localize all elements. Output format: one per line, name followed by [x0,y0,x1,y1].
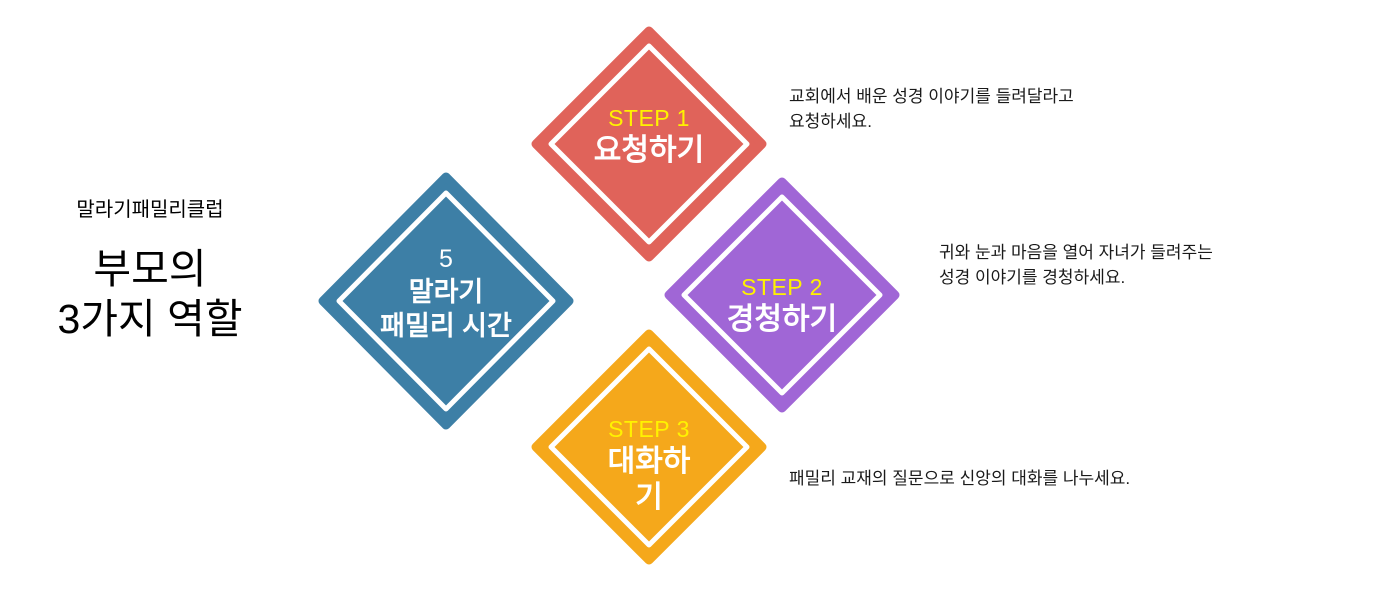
diamond-shape-orange [531,329,767,565]
diamond-shape-blue [318,172,574,430]
left-heading-block: 말라기패밀리클럽 부모의 3가지 역할 [0,196,300,344]
diamond-shape-red [531,26,767,262]
page-title-line-1: 부모의 [93,246,207,292]
page-title-line-2: 3가지 역할 [57,296,243,342]
step-3-description: 패밀리 교재의 질문으로 신앙의 대화를 나누세요. [789,469,1131,488]
step-1-description: 교회에서 배운 성경 이야기를 들려달라고 요청하세요. [789,87,1074,131]
page-title: 부모의 3가지 역할 [0,244,300,344]
diamond-shape-purple [664,177,900,413]
club-name: 말라기패밀리클럽 [76,199,224,221]
step-2-description: 귀와 눈과 마음을 열어 자녀가 들려주는 성경 이야기를 경청하세요. [939,243,1213,287]
diamond-step-3[interactable]: STEP 3 대화하 기 [531,329,767,565]
